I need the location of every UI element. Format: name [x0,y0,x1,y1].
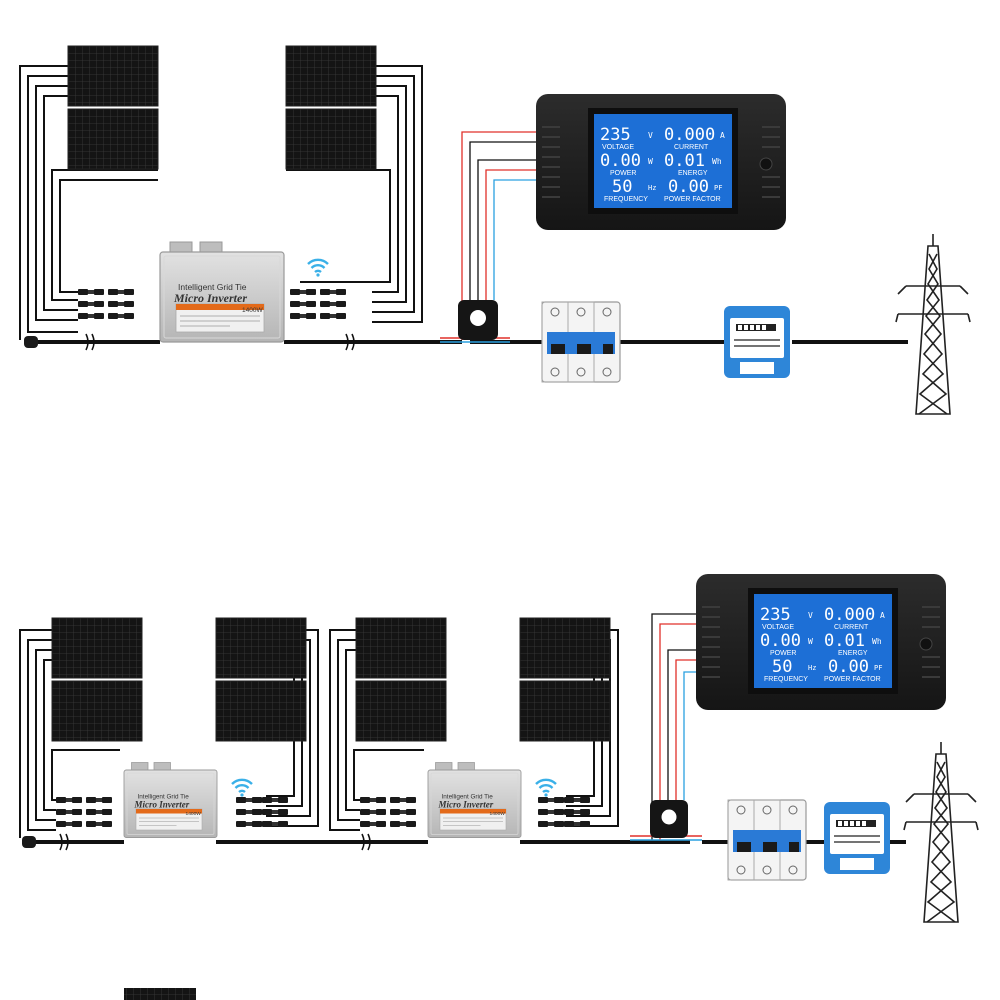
transmission-tower-icon [895,233,971,415]
solar-panel-icon [124,988,196,1000]
solar-panel-icon [355,617,447,742]
meter-pf-value: 0.00 [668,177,709,197]
solar-panel-icon [51,617,143,742]
inverter-line2: Micro Inverter [134,800,190,810]
meter-power-label: POWER [770,650,796,657]
break-mark [85,333,95,351]
break-mark [59,833,69,851]
meter-frequency-value: 50 [612,177,632,197]
wifi-icon [306,258,330,278]
meter-current-label: CURRENT [834,624,869,631]
meter-voltage-unit: V [808,611,813,620]
current-clamp-icon [458,300,498,340]
meter-power-unit: W [648,157,653,166]
meter-pf-unit: PF [874,664,882,672]
meter-frequency-unit: Hz [808,664,816,672]
mc4-connectors-left [78,289,134,319]
circuit-breaker-icon [727,799,807,881]
transmission-tower-icon [903,741,979,923]
micro-inverter-icon: Intelligent Grid Tie Micro Inverter 1400… [159,241,285,343]
circuit-breaker-icon [541,301,621,383]
meter-voltage-value: 235 [760,605,791,625]
meter-voltage-value: 235 [600,125,631,145]
inverter-line1: Intelligent Grid Tie [138,794,190,801]
meter-energy-unit: Wh [712,157,722,166]
ac-plug-icon [22,836,36,848]
wifi-icon [534,778,558,798]
inverter-rating: 1400W [490,811,506,817]
meter-frequency-value: 50 [772,657,792,677]
bottom-panel-wires-1 [19,629,120,838]
kwh-meter-icon [723,305,791,379]
solar-panel-icon [215,617,307,742]
meter-energy-value: 0.01 [824,631,865,651]
meter-pf-label: POWER FACTOR [824,676,881,683]
meter-power-value: 0.00 [600,151,641,171]
meter-pf-value: 0.00 [828,657,869,677]
meter-pf-label: POWER FACTOR [664,196,721,203]
ac-plug-icon [24,336,38,348]
meter-current-label: CURRENT [674,144,709,151]
power-meter-icon: 235 V 0.000 A VOLTAGE CURRENT 0.00 W 0.0… [535,93,787,231]
meter-power-unit: W [808,637,813,646]
kwh-meter-icon [823,801,891,875]
meter-power-value: 0.00 [760,631,801,651]
meter-frequency-label: FREQUENCY [764,676,808,683]
meter-current-value: 0.000 [824,605,875,625]
inverter-rating: 1400W [186,811,202,817]
meter-current-value: 0.000 [664,125,715,145]
top-left-panel-wires [19,65,158,340]
inverter-line2: Micro Inverter [173,291,247,305]
solar-panel-icon [285,45,377,170]
power-meter-icon: 235 V 0.000 A VOLTAGE CURRENT 0.00 W 0.0… [695,573,947,711]
meter-frequency-unit: Hz [648,184,656,192]
micro-inverter-icon: Intelligent Grid Tie Micro Inverter 1400… [123,762,218,838]
solar-panel-icon [67,45,159,170]
meter-current-unit: A [720,131,725,140]
meter-frequency-label: FREQUENCY [604,196,648,203]
top-diagram: Intelligent Grid Tie Micro Inverter 1400… [19,45,971,415]
meter-pf-unit: PF [714,184,722,192]
meter-voltage-unit: V [648,131,653,140]
inverter-rating: 1400W [242,307,263,314]
meter-energy-label: ENERGY [678,170,708,177]
meter-energy-unit: Wh [872,637,882,646]
meter-power-label: POWER [610,170,636,177]
break-mark [361,833,371,851]
top-right-panel-wires [286,65,423,323]
mc4-connectors-right [290,289,346,319]
meter-voltage-label: VOLTAGE [762,624,794,631]
meter-voltage-label: VOLTAGE [602,144,634,151]
bottom-diagram: Intelligent Grid Tie Micro Inverter 1400… [19,573,979,923]
inverter-line1: Intelligent Grid Tie [178,282,247,292]
inverter-line2: Micro Inverter [438,800,494,810]
break-mark [345,333,355,351]
micro-inverter-icon: Intelligent Grid Tie Micro Inverter 1400… [427,762,522,838]
meter-energy-label: ENERGY [838,650,868,657]
inverter-line1: Intelligent Grid Tie [442,794,494,801]
solar-panel-icon [519,617,611,742]
meter-sense-wires [630,613,702,841]
bottom-panel-wires-3 [329,629,424,831]
current-clamp-icon [650,800,688,838]
meter-energy-value: 0.01 [664,151,705,171]
meter-sense-wires [440,131,536,343]
meter-current-unit: A [880,611,885,620]
wifi-icon [230,778,254,798]
